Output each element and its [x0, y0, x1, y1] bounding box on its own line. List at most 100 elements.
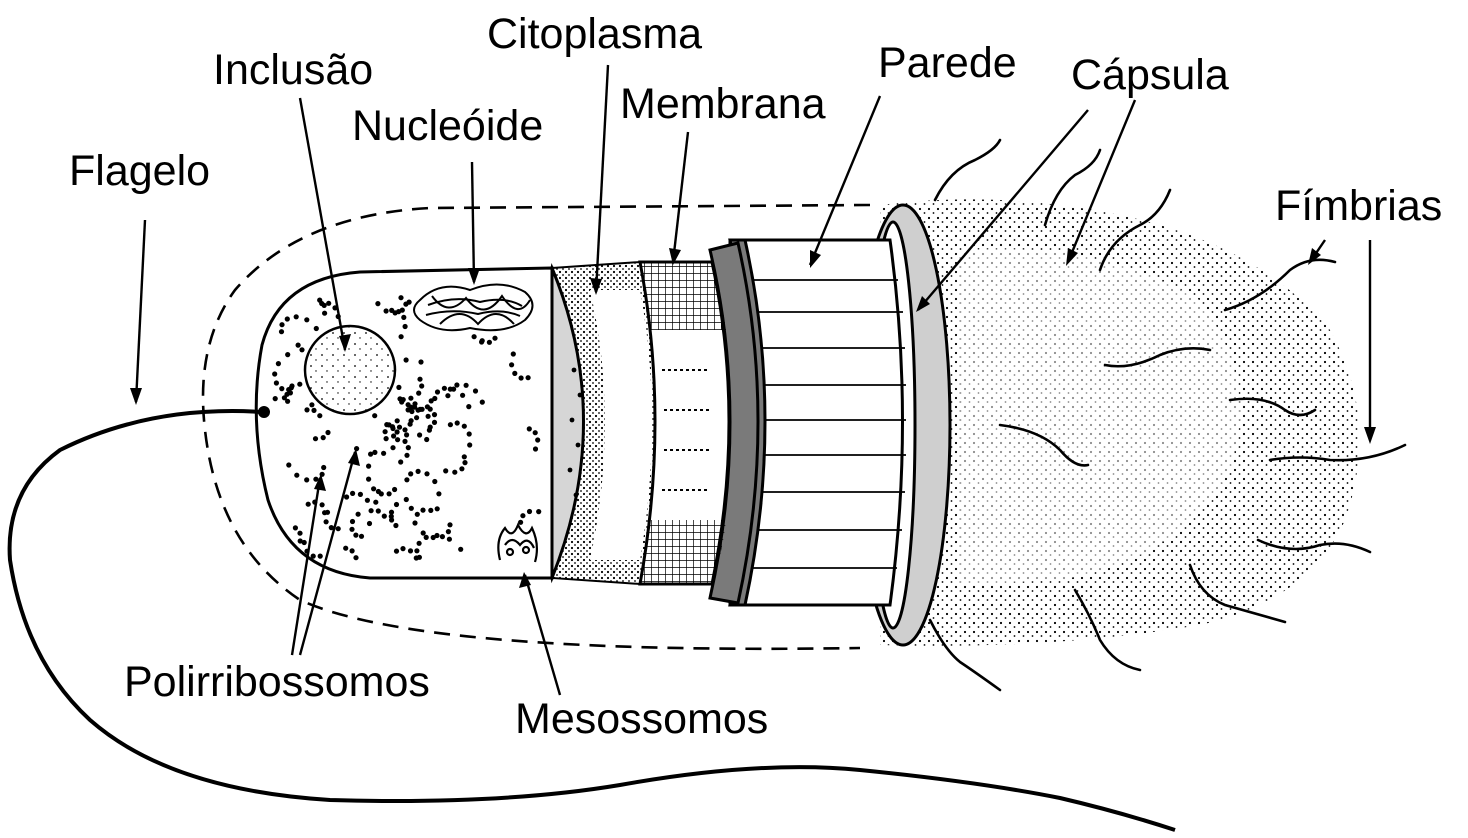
- ribosome-dot: [406, 407, 411, 412]
- ribosome-dot: [294, 473, 299, 478]
- ribosome-dot: [350, 548, 355, 553]
- ribosome-dot: [274, 380, 279, 385]
- ribosome-dot: [452, 470, 457, 475]
- ribosome-dot: [480, 400, 485, 405]
- ribosome-dot: [403, 302, 408, 307]
- ribosome-dot: [390, 426, 395, 431]
- ribosome-dot: [445, 393, 450, 398]
- ribosome-dot: [402, 439, 407, 444]
- ribosome-dot: [404, 357, 409, 362]
- ribosome-dot: [464, 383, 469, 388]
- ribosome-dot: [313, 436, 318, 441]
- ribosome-dot: [311, 408, 316, 413]
- ribosome-dot: [285, 352, 290, 357]
- ribosome-dot: [395, 418, 400, 423]
- ribosome-dot: [286, 462, 291, 467]
- ribosome-dot: [404, 477, 409, 482]
- ribosome-dot: [297, 531, 302, 536]
- ribosome-dot: [276, 361, 281, 366]
- ribosome-dot: [272, 371, 277, 376]
- ribosome-dot: [421, 530, 426, 535]
- ribosome-dot: [304, 477, 309, 482]
- ribosome-dot: [383, 429, 388, 434]
- ribosome-dot: [536, 509, 541, 514]
- ribosome-dot: [467, 442, 472, 447]
- ribosome-dot: [527, 509, 532, 514]
- ribosome-dot: [366, 477, 371, 482]
- ribosome-dot: [353, 555, 358, 560]
- ribosome-dot: [415, 512, 420, 517]
- ribosome-dot: [399, 334, 404, 339]
- ribosome-dot: [321, 435, 326, 440]
- ribosome-dot: [417, 555, 422, 560]
- ribosome-dot: [306, 502, 311, 507]
- ribosome-dot: [414, 415, 419, 420]
- ribosome-dot: [396, 385, 401, 390]
- ribosome-dot: [424, 471, 429, 476]
- ribosome-dot: [391, 433, 396, 438]
- ribosome-dot: [446, 529, 451, 534]
- ribosome-dot: [408, 422, 413, 427]
- ribosome-dot: [387, 491, 392, 496]
- ribosome-dot: [509, 362, 514, 367]
- ribosome-dot: [359, 534, 364, 539]
- ribosome-dot: [424, 437, 429, 442]
- ribosome-dot: [459, 466, 464, 471]
- ribosome-dot: [325, 510, 330, 515]
- ribosome-dot: [372, 450, 377, 455]
- membrane-bottom-hatch: [640, 520, 726, 584]
- ribosome-dot: [414, 548, 419, 553]
- ribosome-dot: [398, 295, 403, 300]
- ribosome-dot: [322, 311, 327, 316]
- ribosome-dot: [298, 538, 303, 543]
- ribosome-dot: [389, 510, 394, 515]
- ribosome-dot: [402, 427, 407, 432]
- ribosome-dot: [365, 498, 370, 503]
- ribosome-dot: [393, 523, 398, 528]
- ribosome-dot: [424, 535, 429, 540]
- ribosome-dot: [440, 534, 445, 539]
- ribosome-dot: [366, 464, 371, 469]
- ribosome-dot: [350, 491, 355, 496]
- ribosome-dot: [396, 309, 401, 314]
- ribosome-dot: [384, 308, 389, 313]
- ribosome-dot: [279, 322, 284, 327]
- ribosome-dot: [325, 430, 330, 435]
- ribosome-dot: [416, 391, 421, 396]
- ribosome-dot: [389, 308, 394, 313]
- ribosome-dot: [408, 471, 413, 476]
- ribosome-dot: [314, 326, 319, 331]
- ribosome-dot: [317, 298, 322, 303]
- ribosome-dot: [293, 525, 298, 530]
- ribosome-dot: [432, 396, 437, 401]
- ribosome-dot: [412, 520, 417, 525]
- ribosome-dot: [372, 413, 377, 418]
- ribosome-dot: [458, 547, 463, 552]
- ribosome-dot: [420, 508, 425, 513]
- ribosome-dot: [417, 377, 422, 382]
- ribosome-dot: [394, 549, 399, 554]
- ribosome-dot: [443, 468, 448, 473]
- ribosome-dot: [353, 533, 358, 538]
- ribosome-dot: [356, 512, 361, 517]
- ribosome-dot: [417, 432, 422, 437]
- ribosome-dot: [350, 519, 355, 524]
- ribosome-dot: [344, 494, 349, 499]
- ribosome-dot: [326, 301, 331, 306]
- ribosome-dot: [390, 445, 395, 450]
- ribosome-dot: [416, 469, 421, 474]
- ribosome-dot: [392, 487, 397, 492]
- ribosome-dot: [420, 407, 425, 412]
- ribosome-dot: [403, 324, 408, 329]
- ribosome-dot: [447, 537, 452, 542]
- ribosome-dot: [511, 351, 516, 356]
- ribosome-dot: [479, 339, 484, 344]
- ribosome-dot: [384, 436, 389, 441]
- ribosome-dot: [401, 315, 406, 320]
- ribosome-dot: [406, 445, 411, 450]
- ribosome-dot: [428, 407, 433, 412]
- ribosome-dot: [492, 336, 497, 341]
- ribosome-dot: [294, 314, 299, 319]
- ribosome-dot: [527, 426, 532, 431]
